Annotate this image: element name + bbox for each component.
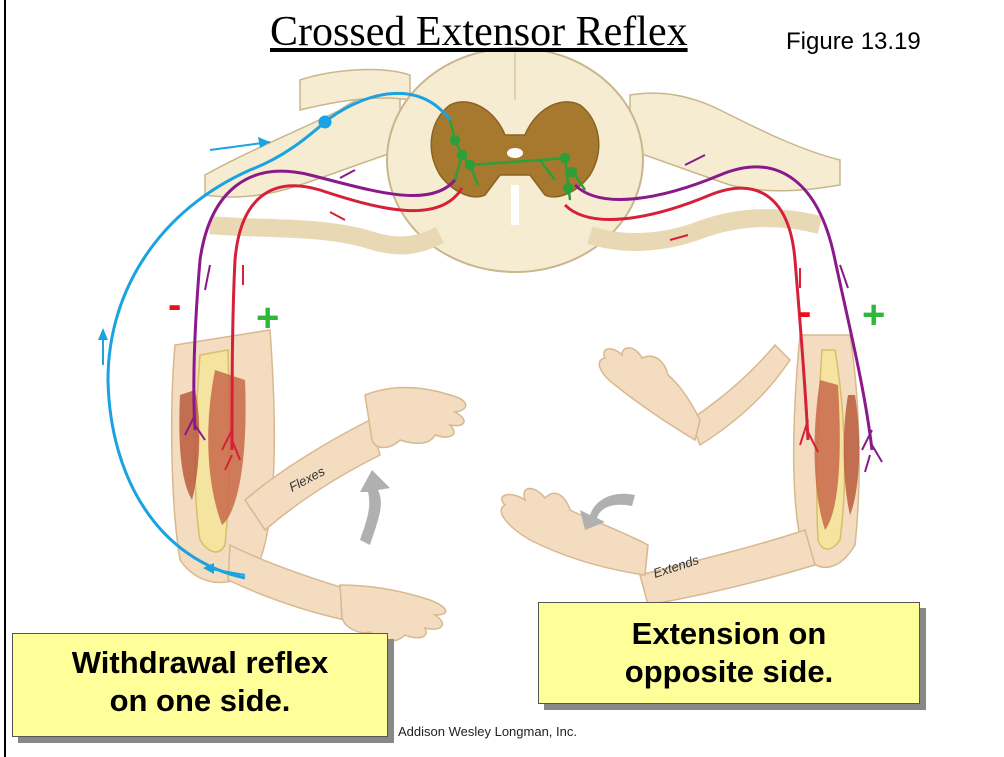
extension-callout: Extension on opposite side. bbox=[538, 602, 920, 704]
right-minus-sign: - bbox=[798, 292, 811, 332]
slide-title: Crossed Extensor Reflex bbox=[270, 8, 688, 56]
callout-right-line-2: opposite side. bbox=[539, 653, 919, 691]
left-arm: Flexes bbox=[172, 330, 466, 641]
figure-label: Figure 13.19 bbox=[786, 28, 921, 56]
publisher-credit: Addison Wesley Longman, Inc. bbox=[398, 724, 577, 739]
callout-right-line-1: Extension on bbox=[539, 615, 919, 653]
right-plus-sign: + bbox=[862, 295, 885, 335]
left-plus-sign: + bbox=[256, 298, 279, 338]
callout-left-line-1: Withdrawal reflex bbox=[13, 644, 387, 682]
callout-left-line-2: on one side. bbox=[13, 682, 387, 720]
left-minus-sign: - bbox=[168, 285, 181, 325]
withdrawal-reflex-callout: Withdrawal reflex on one side. bbox=[12, 633, 388, 737]
